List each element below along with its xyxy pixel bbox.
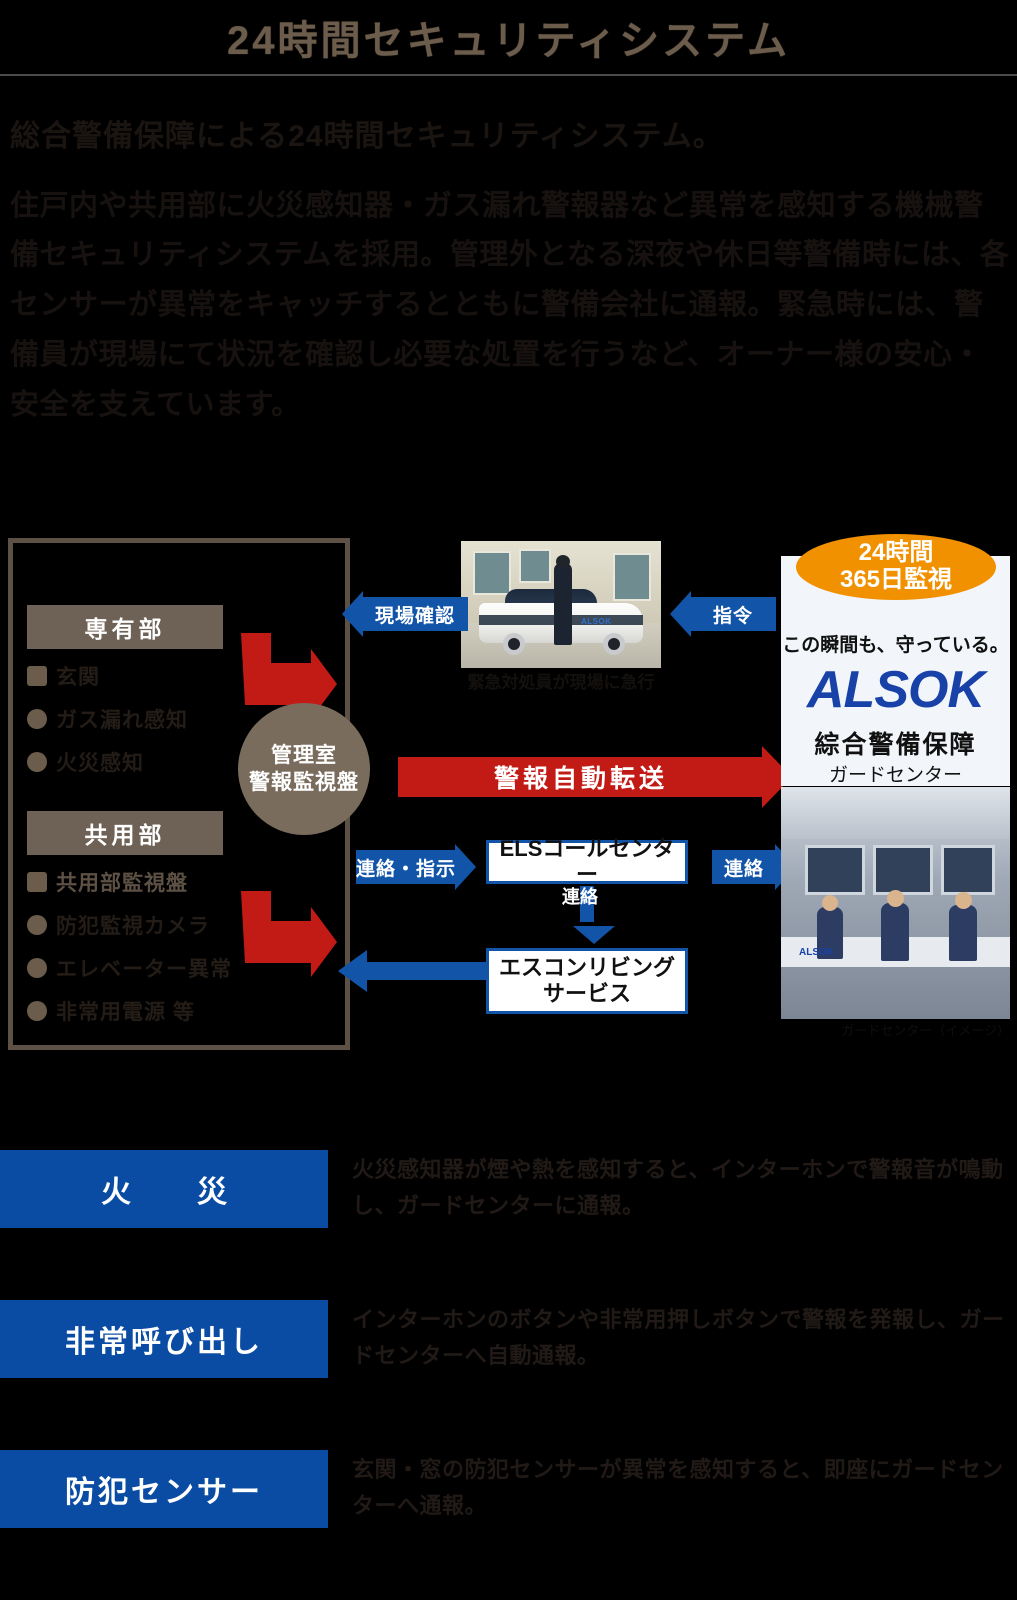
photo-monitor xyxy=(941,845,995,895)
alsok-guard-center: ガードセンター xyxy=(828,765,962,786)
alsok-desk-logo: ALSOK xyxy=(799,947,834,958)
arrow-label: 連絡 xyxy=(562,887,598,907)
square-sensor-icon xyxy=(27,666,47,686)
dot-sensor-icon xyxy=(27,958,47,978)
photo-car-wheel xyxy=(503,633,525,655)
section-heading-private: 専有部 xyxy=(27,605,223,649)
box-line-2: サービス xyxy=(542,981,631,1006)
list-item-label: 共用部監視盤 xyxy=(56,872,188,895)
photo-window xyxy=(519,549,551,583)
list-item: 非常用電源 等 xyxy=(27,996,317,1026)
list-item-label: 防犯監視カメラ xyxy=(56,915,210,938)
service-rows: 火 災 火災感知器が煙や熱を感知すると、インターホンで警報音が鳴動し、ガードセン… xyxy=(0,1150,1017,1600)
photo-operator-head xyxy=(955,892,972,909)
arrow-label: 警報自動転送 xyxy=(493,765,668,793)
arrow-label: 指令 xyxy=(712,605,753,627)
dot-sensor-icon xyxy=(27,1001,47,1021)
list-item-label: 非常用電源 等 xyxy=(56,1001,195,1024)
service-row-security-sensor: 防犯センサー 玄関・窓の防犯センサーが異常を感知すると、即座にガードセンターへ通… xyxy=(0,1450,1017,1600)
arrow-label: 現場確認 xyxy=(374,605,455,627)
arrow-vertical-label: 連絡 xyxy=(556,888,604,907)
patrol-car-photo: ALSOK xyxy=(461,541,661,668)
arrow-contact-instruction: 連絡・指示 xyxy=(356,844,476,890)
photo-operator xyxy=(949,905,977,961)
alsok-car-logo: ALSOK xyxy=(581,617,612,626)
service-description: インターホンのボタンや非常用押しボタンで警報を発報し、ガードセンターへ自動通報。 xyxy=(352,1307,1005,1368)
section-list-common: 共用部監視盤 防犯監視カメラ エレベーター異常 非常用電源 等 xyxy=(27,867,317,1039)
photo-car-wheel xyxy=(603,633,625,655)
arrow-contact: 連絡 xyxy=(712,844,796,890)
arrow-return-to-hub xyxy=(338,950,488,992)
title-divider xyxy=(0,74,1017,76)
photo-window xyxy=(473,551,511,595)
list-item: 玄関 xyxy=(27,661,317,691)
box-els-call-center: ELSコールセンター xyxy=(486,836,688,887)
box-living-service: エスコンリビング サービス xyxy=(486,948,688,1014)
photo-operator xyxy=(881,903,909,961)
box-line-1: エスコンリビング xyxy=(498,954,675,980)
list-item-label: 玄関 xyxy=(56,666,100,689)
alsok-logo: ALSOK xyxy=(807,661,985,719)
hub-line-1: 管理室 xyxy=(271,743,337,767)
section-list-private: 玄関 ガス漏れ感知 火災感知 xyxy=(27,661,317,790)
list-item-label: 火災感知 xyxy=(56,752,144,775)
badge-line-1: 24時間 xyxy=(858,539,934,567)
photo-operator-head xyxy=(887,890,904,907)
security-flow-diagram: 専有部 玄関 ガス漏れ感知 火災感知 共用部 共用部監視盤 xyxy=(0,530,1017,1060)
photo-ceiling xyxy=(781,787,1010,839)
list-item: 防犯監視カメラ xyxy=(27,910,317,940)
badge-line-2: 365日監視 xyxy=(839,566,953,593)
list-item-label: ガス漏れ感知 xyxy=(56,709,188,732)
service-description: 玄関・窓の防犯センサーが異常を感知すると、即座にガードセンターへ通報。 xyxy=(352,1457,1004,1518)
monitoring-badge: 24時間 365日監視 xyxy=(796,534,996,600)
service-description: 火災感知器が煙や熱を感知すると、インターホンで警報音が鳴動し、ガードセンターに通… xyxy=(352,1157,1004,1218)
arrow-command: 指令 xyxy=(670,591,776,637)
list-item: 共用部監視盤 xyxy=(27,867,317,897)
arrow-label: 連絡 xyxy=(723,858,764,880)
photo-operator xyxy=(817,907,843,959)
dot-sensor-icon xyxy=(27,709,47,729)
photo-window xyxy=(613,553,651,601)
intro-body: 住戸内や共用部に火災感知器・ガス漏れ警報器など異常を感知する機械警備セキュリティ… xyxy=(10,189,1010,422)
photo-operator-head xyxy=(822,895,838,911)
alsok-tagline: この瞬間も、守っている。 xyxy=(782,635,1009,656)
arrow-alarm-auto-transfer: 警報自動転送 xyxy=(398,746,792,808)
management-room-hub: 管理室 警報監視盤 xyxy=(238,703,370,835)
guard-center-caption: ガードセンター（イメージ） xyxy=(841,1023,1010,1038)
photo-guard-head xyxy=(556,555,570,568)
dot-sensor-icon xyxy=(27,915,47,935)
list-item: エレベーター異常 xyxy=(27,953,317,983)
photo-guard-body xyxy=(554,563,572,645)
service-row-emergency-call: 非常呼び出し インターホンのボタンや非常用押しボタンで警報を発報し、ガードセンタ… xyxy=(0,1300,1017,1450)
arrow-vertical-contact xyxy=(573,886,615,944)
list-item-label: エレベーター異常 xyxy=(56,958,232,981)
photo-monitor xyxy=(805,845,865,895)
photo-monitor xyxy=(873,845,933,895)
list-item: ガス漏れ感知 xyxy=(27,704,317,734)
intro-section: 総合警備保障による24時間セキュリティシステム。 住戸内や共用部に火災感知器・ガ… xyxy=(10,118,1010,431)
arrow-site-check: 現場確認 xyxy=(342,591,468,637)
dot-sensor-icon xyxy=(27,752,47,772)
intro-lead: 総合警備保障による24時間セキュリティシステム。 xyxy=(10,120,724,153)
service-label: 火 災 xyxy=(0,1150,328,1228)
red-arrow-up-icon xyxy=(241,891,337,977)
hub-line-2: 警報監視盤 xyxy=(249,771,359,794)
guard-center-photo: ALSOK xyxy=(781,787,1010,1019)
list-item: 火災感知 xyxy=(27,747,317,777)
alsok-company-name: 綜合警備保障 xyxy=(814,731,977,759)
service-row-fire: 火 災 火災感知器が煙や熱を感知すると、インターホンで警報音が鳴動し、ガードセン… xyxy=(0,1150,1017,1300)
car-photo-caption: 緊急対処員が現場に急行 xyxy=(467,673,655,692)
section-heading-common: 共用部 xyxy=(27,811,223,855)
service-label: 非常呼び出し xyxy=(0,1300,328,1378)
page-title: 24時間セキュリティシステム xyxy=(227,19,790,63)
red-arrow-down-icon xyxy=(241,633,337,719)
arrow-label: 連絡・指示 xyxy=(356,858,457,880)
service-label: 防犯センサー xyxy=(0,1450,328,1528)
square-sensor-icon xyxy=(27,872,47,892)
